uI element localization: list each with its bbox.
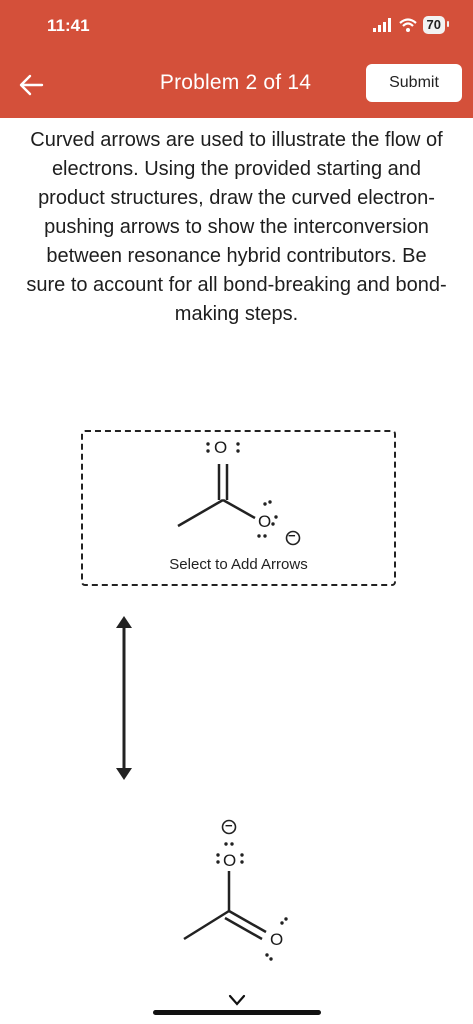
- starting-structure: [177, 442, 301, 546]
- home-indicator[interactable]: [153, 1010, 321, 1015]
- resonance-arrow-icon: [116, 616, 132, 780]
- carbonyl-oxygen-label: O: [214, 438, 228, 457]
- back-arrow-icon[interactable]: [16, 72, 46, 98]
- status-time: 11:41: [47, 16, 90, 35]
- arrow-drawing-canvas[interactable]: O O − Select to Add Arrows: [81, 430, 396, 586]
- add-arrows-prompt[interactable]: Select to Add Arrows: [169, 556, 308, 573]
- submit-button[interactable]: Submit: [366, 64, 462, 102]
- product-top-oxygen-label: O: [223, 851, 237, 870]
- header-bar: 11:41 70 Problem 2 of 14 Submit: [0, 0, 473, 118]
- oxide-oxygen-label: O: [258, 512, 272, 531]
- product-charge-label: −: [225, 818, 233, 833]
- instructions-text: Curved arrows are used to illustrate the…: [26, 129, 447, 325]
- product-carbonyl-oxygen-label: O: [270, 930, 284, 949]
- chevron-icon: [228, 994, 246, 1006]
- negative-charge-label: −: [288, 528, 296, 543]
- wifi-icon: [398, 18, 417, 32]
- status-icons: 70: [372, 16, 450, 34]
- battery-icon: 70: [422, 16, 450, 34]
- signal-icon: [372, 18, 391, 32]
- product-structure: [183, 819, 288, 961]
